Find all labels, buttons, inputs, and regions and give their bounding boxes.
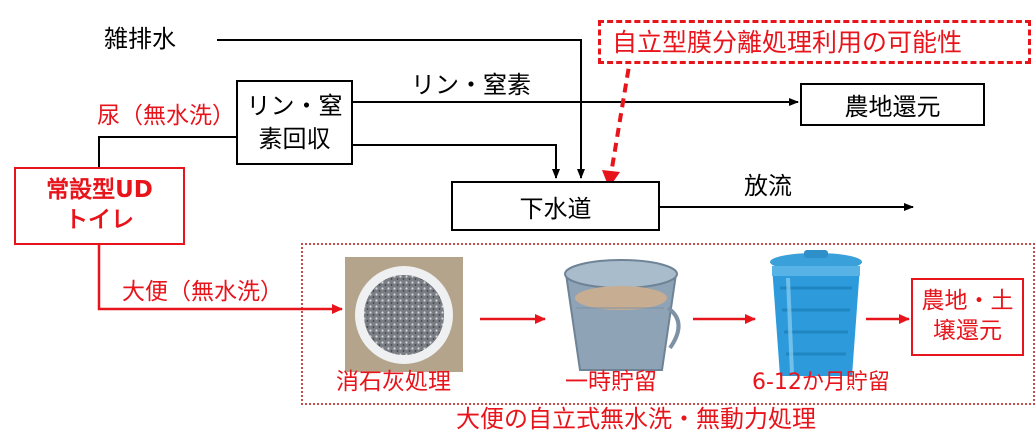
discharge-label: 放流 bbox=[744, 172, 792, 200]
farm-soil-line2: 壌還元 bbox=[933, 318, 1002, 344]
feces-label: 大便（無水洗） bbox=[122, 279, 283, 305]
farm-soil-line1: 農地・土 bbox=[921, 288, 1014, 315]
membrane-note: 自立型膜分離処理利用の可能性 bbox=[612, 28, 963, 57]
membrane-note-box bbox=[598, 20, 1031, 64]
ud-toilet-line1: 常設型UD bbox=[46, 177, 153, 204]
greywater-label: 雑排水 bbox=[104, 25, 176, 53]
ud-toilet-box: 常設型UD トイレ bbox=[14, 167, 185, 245]
pn-recovery-line1: リン・窒 bbox=[246, 92, 343, 121]
farmland-box: 農地還元 bbox=[800, 83, 985, 126]
sewer-box: 下水道 bbox=[451, 181, 660, 231]
feces-process-region bbox=[301, 243, 1035, 405]
bin-photo bbox=[770, 250, 862, 376]
pn-recovery-line2: 素回収 bbox=[258, 124, 331, 153]
farmland-label: 農地還元 bbox=[844, 93, 941, 121]
lime-bowl-photo bbox=[345, 257, 463, 372]
sewer-label: 下水道 bbox=[519, 194, 592, 223]
pn-recovery-box: リン・窒 素回収 bbox=[236, 80, 353, 165]
step-long-storage-label: 6-12か月貯留 bbox=[752, 370, 890, 395]
bucket-photo bbox=[564, 259, 681, 371]
feces-process-title: 大便の自立式無水洗・無動力処理 bbox=[456, 405, 816, 433]
step-temp-storage-label: 一時貯留 bbox=[565, 369, 657, 395]
step-lime-label: 消石灰処理 bbox=[336, 369, 451, 395]
ud-toilet-line2: トイレ bbox=[65, 207, 134, 233]
farm-soil-box: 農地・土 壌還元 bbox=[911, 278, 1024, 356]
pn-edge-label: リン・窒素 bbox=[411, 71, 531, 99]
urine-label: 尿（無水洗） bbox=[97, 103, 235, 129]
